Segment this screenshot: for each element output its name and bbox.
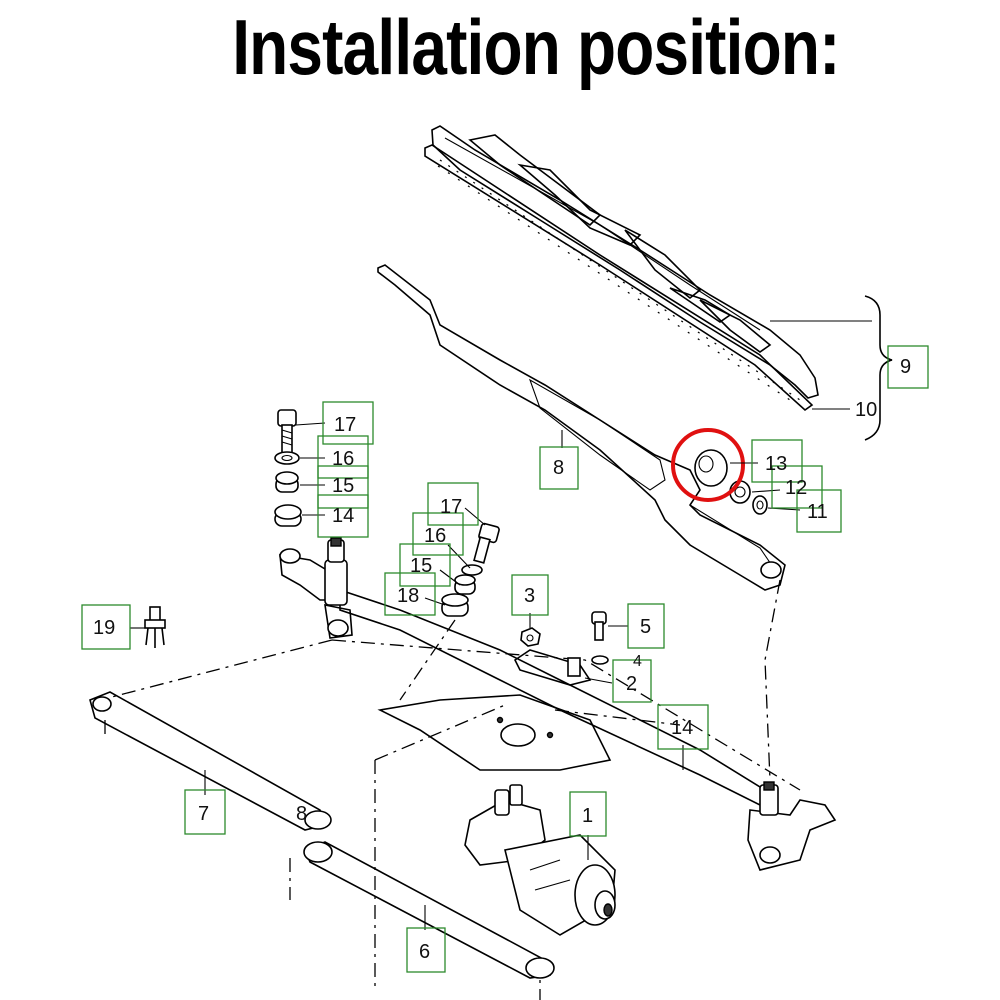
- cap-13: [694, 449, 728, 487]
- page-title: Installation position:: [232, 3, 840, 91]
- label-13: 13: [765, 453, 787, 475]
- label-14-visible: 14: [671, 717, 693, 739]
- label-17a: 16: [332, 448, 354, 470]
- label-numbers: 17 16 15 14 17 16 15 18 19 3 5 4 2 8 9 1…: [93, 356, 911, 963]
- label-18a: 17: [334, 414, 356, 436]
- label-4: 4: [633, 653, 642, 670]
- wiper-blade: [424, 125, 819, 412]
- right-pivot: [747, 781, 837, 871]
- clip-19: [144, 606, 166, 648]
- label-2: 2: [626, 673, 637, 695]
- link-rod-6: [303, 841, 555, 979]
- wiper-arm: [377, 264, 786, 591]
- label-3: 3: [524, 585, 535, 607]
- label-16b: 15: [410, 555, 432, 577]
- label-17b: 16: [424, 525, 446, 547]
- label-boxes: [81, 345, 929, 973]
- label-16a: 15: [332, 475, 354, 497]
- label-10: 10: [855, 399, 877, 421]
- washer-11: [752, 495, 768, 515]
- label-8-rod: 8: [296, 803, 307, 825]
- label-19: 19: [93, 617, 115, 639]
- center-fastener-stack: [441, 522, 500, 617]
- highlight-circle: [671, 428, 745, 502]
- label-11: 11: [807, 501, 828, 523]
- bracket-9: [864, 295, 893, 441]
- blade-rubber-dots: [437, 159, 801, 405]
- label-8: 8: [553, 457, 564, 479]
- label-6: 6: [419, 941, 430, 963]
- label-12: 12: [785, 477, 807, 499]
- left-fastener-stack: [274, 409, 302, 527]
- label-15a: 14: [332, 505, 354, 527]
- small-fasteners: [513, 611, 609, 686]
- label-1: 1: [582, 805, 593, 827]
- label-5: 5: [640, 616, 651, 638]
- label-7: 7: [198, 803, 209, 825]
- label-15b: 18: [397, 585, 419, 607]
- label-18b: 17: [440, 496, 462, 518]
- link-rod-7: [89, 691, 332, 831]
- dash-centerlines: [99, 579, 801, 1000]
- left-pivot: [324, 537, 353, 639]
- label-9: 9: [900, 356, 911, 378]
- linkage-frame: [279, 548, 766, 807]
